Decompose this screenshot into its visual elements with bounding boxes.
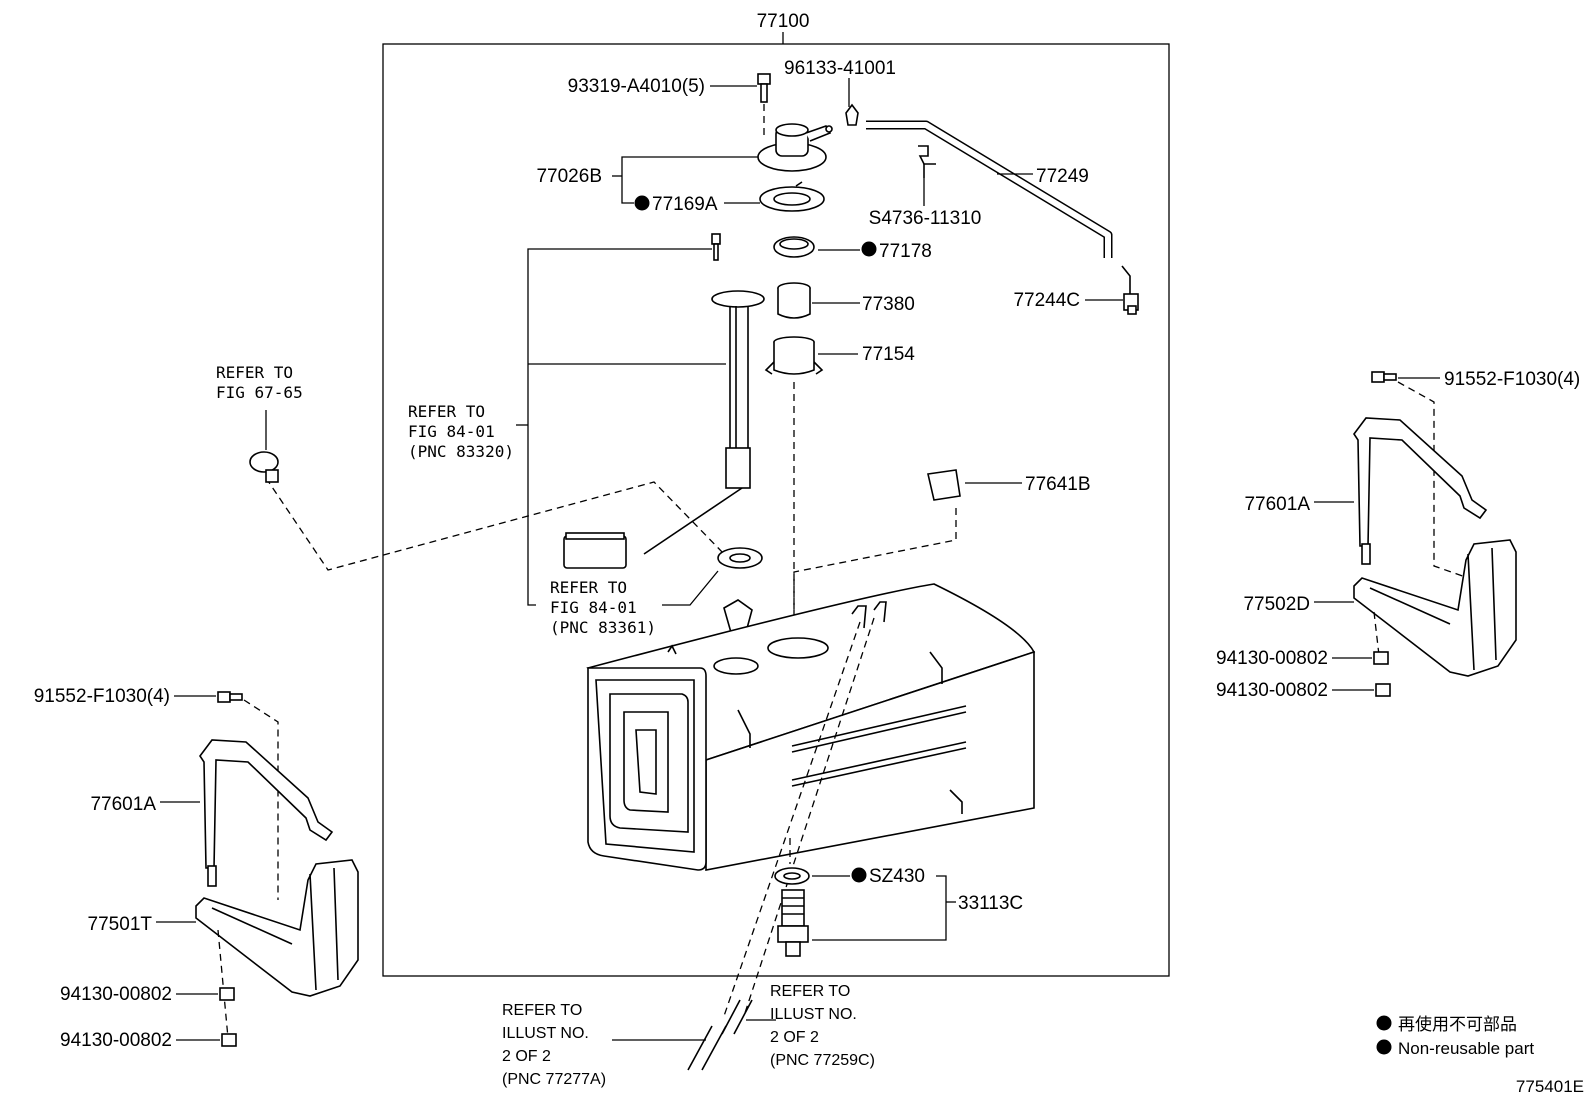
assembly-frame	[382, 43, 1170, 977]
label-77154[interactable]: 77154	[862, 344, 915, 365]
svg-text:FIG 67-65: FIG 67-65	[216, 383, 303, 402]
cushion-left-77501T[interactable]	[195, 859, 359, 997]
label-left-nut2[interactable]: 94130-00802	[60, 1030, 172, 1051]
label-77026B[interactable]: 77026B	[536, 166, 602, 187]
svg-text:REFER TO: REFER TO	[550, 578, 627, 597]
strap-right-77601A[interactable]	[1353, 417, 1488, 565]
svg-text:ILLUST NO.: ILLUST NO.	[502, 1025, 589, 1042]
svg-text:(PNC 83361): (PNC 83361)	[550, 618, 656, 637]
pipe-77259C[interactable]	[721, 999, 753, 1035]
svg-text:(PNC 77259C): (PNC 77259C)	[770, 1052, 875, 1069]
label-left-bolt[interactable]: 91552-F1030(4)	[34, 686, 170, 707]
pad-77641B[interactable]	[927, 469, 961, 501]
pipe-77277A[interactable]	[687, 1025, 727, 1071]
gasket-77169A[interactable]	[759, 181, 825, 212]
drain-plug-33113C[interactable]	[777, 889, 809, 957]
fuel-sender-gauge[interactable]	[563, 233, 765, 569]
filter-77380[interactable]	[777, 282, 811, 319]
label-96133[interactable]: 96133-41001	[784, 58, 896, 79]
legend-jp: 再使用不可部品	[1398, 1014, 1517, 1034]
legend-bullet-jp	[1376, 1015, 1392, 1031]
label-right-nut1[interactable]: 94130-00802	[1216, 648, 1328, 669]
label-93319[interactable]: 93319-A4010(5)	[568, 76, 705, 97]
nut-right-2[interactable]	[1375, 683, 1391, 697]
cup-77154[interactable]	[764, 336, 824, 375]
label-left-nut1[interactable]: 94130-00802	[60, 984, 172, 1005]
svg-text:FIG 84-01: FIG 84-01	[550, 598, 637, 617]
assembly-number[interactable]: 77100	[757, 11, 810, 32]
label-right-bolt[interactable]: 91552-F1030(4)	[1444, 369, 1580, 390]
label-33113C[interactable]: 33113C	[958, 893, 1023, 914]
label-77244C[interactable]: 77244C	[1013, 290, 1080, 311]
connector-fig6765[interactable]	[249, 451, 279, 483]
label-right-strap[interactable]: 77601A	[1244, 494, 1310, 515]
label-77380[interactable]: 77380	[862, 294, 915, 315]
label-left-cushion[interactable]: 77501T	[88, 914, 153, 935]
nut-left-2[interactable]	[221, 1033, 237, 1047]
bolt-right-91552[interactable]	[1371, 371, 1397, 383]
svg-text:2 OF 2: 2 OF 2	[770, 1029, 819, 1046]
clamp-96133[interactable]	[845, 103, 859, 126]
label-77249[interactable]: 77249	[1036, 166, 1089, 187]
label-right-nut2[interactable]: 94130-00802	[1216, 680, 1328, 701]
ring-77178[interactable]	[773, 236, 815, 258]
legend-en: Non-reusable part	[1398, 1039, 1534, 1058]
svg-text:2 OF 2: 2 OF 2	[502, 1048, 551, 1065]
strap-left-77601A[interactable]	[199, 739, 334, 887]
legend: 再使用不可部品 Non-reusable part	[1376, 1014, 1534, 1058]
non-reusable-bullet-77169A	[634, 195, 650, 211]
svg-text:REFER TO: REFER TO	[502, 1002, 582, 1019]
ref-illust-b[interactable]: REFER TO ILLUST NO. 2 OF 2 (PNC 77259C)	[770, 983, 875, 1069]
nut-right-1[interactable]	[1373, 651, 1389, 665]
svg-text:ILLUST NO.: ILLUST NO.	[770, 1006, 857, 1023]
fitting-77244C[interactable]	[1121, 265, 1139, 315]
label-77169A[interactable]: 77169A	[652, 194, 718, 215]
bolt-93319[interactable]	[757, 73, 771, 103]
fuel-pump-cover-77026B[interactable]	[757, 123, 833, 172]
ref-fig6765[interactable]: REFER TO FIG 67-65	[216, 363, 303, 402]
nut-left-1[interactable]	[219, 987, 235, 1001]
svg-text:REFER TO: REFER TO	[408, 402, 485, 421]
gasket-SZ430[interactable]	[774, 867, 810, 885]
hose-77249[interactable]	[866, 120, 1113, 258]
label-S4736[interactable]: S4736-11310	[869, 208, 982, 229]
svg-text:(PNC 77277A): (PNC 77277A)	[502, 1071, 606, 1088]
svg-text:FIG 84-01: FIG 84-01	[408, 422, 495, 441]
svg-text:(PNC 83320): (PNC 83320)	[408, 442, 514, 461]
label-77641B[interactable]: 77641B	[1025, 474, 1091, 495]
fuel-tank-77100[interactable]	[586, 583, 1036, 871]
label-right-cushion[interactable]: 77502D	[1243, 594, 1310, 615]
legend-bullet-en	[1376, 1039, 1392, 1055]
svg-text:REFER TO: REFER TO	[770, 983, 850, 1000]
bolt-left-91552[interactable]	[217, 691, 243, 703]
clip-S4736[interactable]	[918, 145, 936, 178]
ref-fig8401b[interactable]: REFER TO FIG 84-01 (PNC 83361)	[550, 578, 656, 637]
label-77178[interactable]: 77178	[879, 241, 932, 262]
cushion-right-77502D[interactable]	[1353, 539, 1517, 677]
non-reusable-bullet-SZ430	[851, 867, 867, 883]
ref-illust-a[interactable]: REFER TO ILLUST NO. 2 OF 2 (PNC 77277A)	[502, 1002, 606, 1088]
svg-text:REFER TO: REFER TO	[216, 363, 293, 382]
figure-id: 775401E	[1516, 1077, 1584, 1096]
label-SZ430[interactable]: SZ430	[869, 866, 925, 887]
non-reusable-bullet-77178	[861, 241, 877, 257]
ref-fig8401a[interactable]: REFER TO FIG 84-01 (PNC 83320)	[408, 402, 514, 461]
label-left-strap[interactable]: 77601A	[90, 794, 156, 815]
